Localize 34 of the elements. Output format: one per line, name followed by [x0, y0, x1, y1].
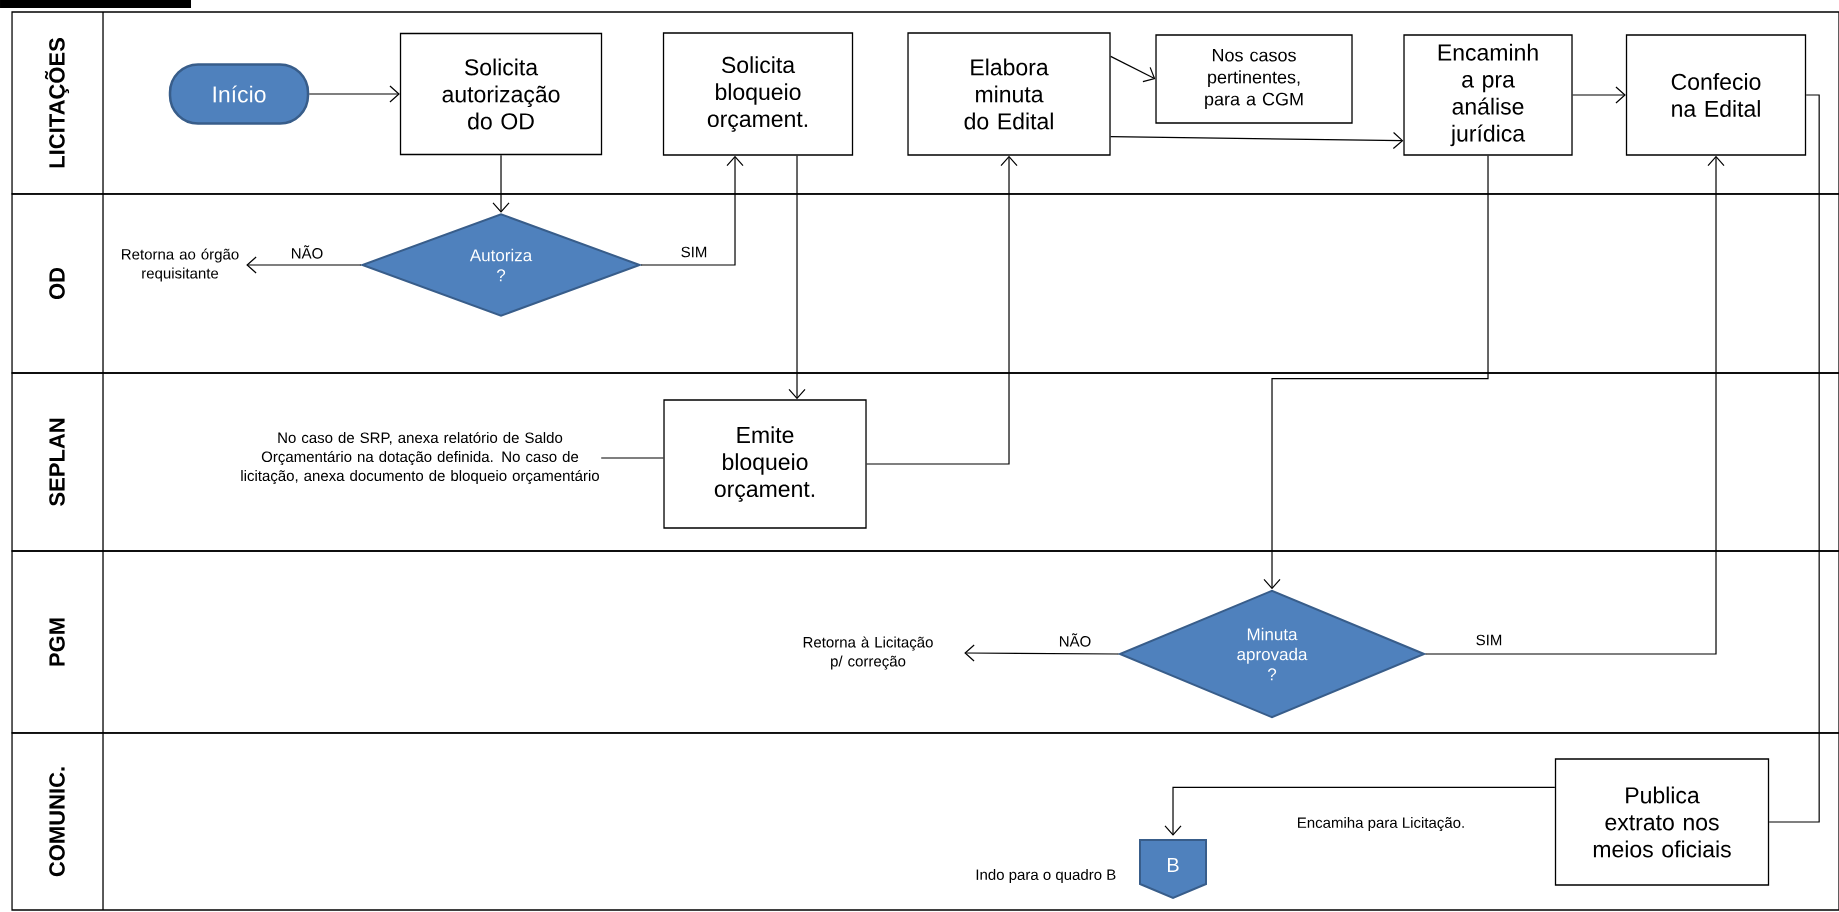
- edge-label: NÃO: [1057, 632, 1093, 648]
- edge-label: SIM: [1474, 633, 1504, 647]
- off-page-connector: B: [1139, 839, 1207, 900]
- process-box: Confecio na Edital: [1625, 34, 1807, 156]
- note-text: No caso de SRP, anexa relatório de Saldo Orçamentário na dotação definida. No caso de licitação, anexa documento de bloqueio orçamentário: [241, 431, 599, 485]
- connector-caption: Indo para o quadro B: [976, 869, 1116, 883]
- note-text: Retorna ao órgão requisitante: [122, 248, 239, 282]
- arrow: [492, 154, 510, 213]
- edge-label: Encamiha para Licitação.: [1295, 815, 1467, 832]
- edge-label: SIM: [679, 245, 709, 259]
- arrow: [640, 155, 744, 266]
- process-box: Elabora minuta do Edital: [907, 32, 1111, 156]
- arrow: [1424, 155, 1725, 655]
- arrow: [1110, 55, 1156, 83]
- process-box: Encaminh a pra análise jurídica: [1403, 34, 1573, 156]
- arrow: [866, 155, 1018, 465]
- edge-label: NÃO: [289, 244, 325, 260]
- leader-line: [600, 457, 664, 459]
- arrow: [1164, 786, 1556, 836]
- process-box: Nos casos pertinentes, para a CGM: [1155, 34, 1353, 124]
- start-terminal: Início: [168, 63, 310, 125]
- arrow: [1263, 155, 1489, 590]
- process-box: Solicita autorização do OD: [399, 32, 603, 156]
- arrow: [246, 256, 362, 274]
- arrow: [788, 155, 806, 400]
- note-text: Retorna à Licitação p/ correção: [803, 636, 933, 670]
- arrow: [1110, 131, 1404, 150]
- connector-line: [1768, 94, 1820, 823]
- arrow: [308, 85, 400, 103]
- process-box: Emite bloqueio orçament.: [663, 399, 867, 529]
- process-box: Solicita bloqueio orçament.: [662, 32, 854, 156]
- arrow: [1572, 86, 1626, 104]
- arrow: [964, 644, 1120, 662]
- process-box: Publica extrato nos meios oficiais: [1554, 758, 1770, 886]
